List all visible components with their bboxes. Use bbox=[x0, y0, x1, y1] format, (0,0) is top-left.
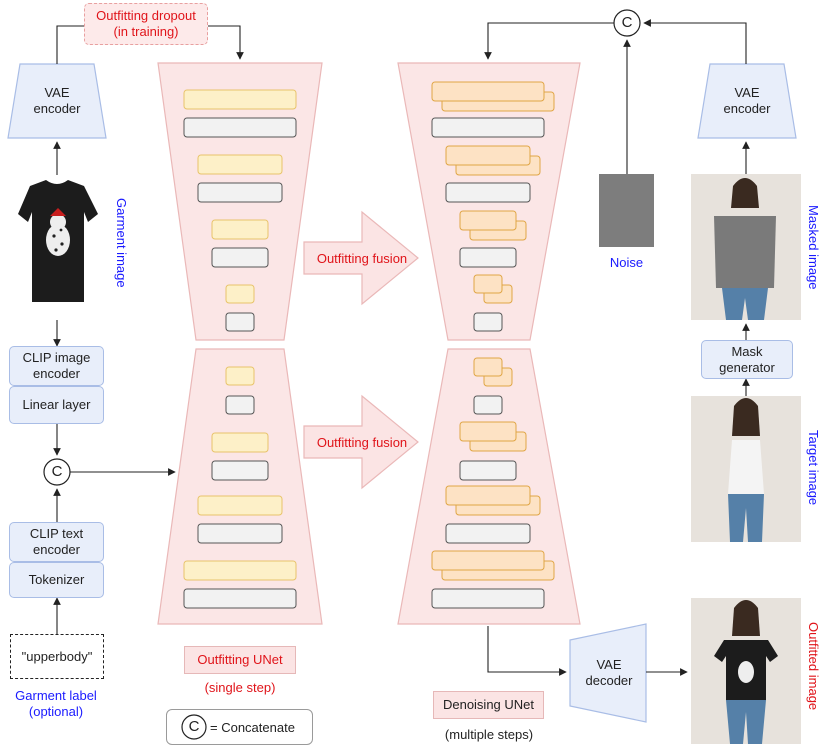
upperbody-text: "upperbody" bbox=[21, 648, 93, 664]
outfitting-fusion-bottom-label: Outfitting fusion bbox=[316, 435, 408, 450]
feature-block bbox=[197, 495, 283, 516]
fused-feature-block bbox=[445, 145, 531, 166]
noise-label: Noise bbox=[609, 255, 644, 270]
layer-block bbox=[211, 460, 269, 481]
arrow-vae-right-to-concat bbox=[643, 19, 747, 64]
fusion-arrow-top bbox=[303, 210, 419, 306]
vae-decoder-label: VAE decoder bbox=[585, 657, 633, 688]
layer-block bbox=[459, 247, 517, 268]
denoising-unet-blocks bbox=[431, 81, 555, 609]
fusion-arrow-bottom bbox=[303, 394, 419, 490]
layer-block bbox=[445, 523, 531, 544]
arrow-vae-to-dropout bbox=[56, 25, 84, 64]
feature-block bbox=[183, 89, 297, 110]
layer-block bbox=[431, 588, 545, 609]
outfitting-dropout-box: Outfitting dropout (in training) bbox=[84, 3, 208, 45]
layer-block bbox=[211, 247, 269, 268]
fused-feature-block bbox=[473, 274, 503, 294]
outfitted-image bbox=[691, 598, 801, 744]
concat-symbol-left: C bbox=[51, 463, 63, 480]
vae-encoder-right-shape bbox=[697, 63, 797, 139]
outfitting-unet-decoder-shape bbox=[157, 348, 323, 625]
outfitting-unet-label: Outfitting UNet bbox=[184, 646, 296, 674]
concat-symbol-top: C bbox=[621, 14, 633, 31]
feature-block bbox=[211, 219, 269, 240]
layer-block bbox=[431, 117, 545, 138]
feature-block bbox=[225, 366, 255, 386]
outfitting-fusion-top-label: Outfitting fusion bbox=[316, 251, 408, 266]
outfitting-dropout-label: Outfitting dropout bbox=[96, 8, 196, 23]
target-image-label: Target image bbox=[806, 430, 821, 506]
vae-encoder-left-label: VAE encoder bbox=[33, 85, 81, 116]
legend-text: = Concatenate bbox=[210, 720, 295, 735]
tokenizer-box: Tokenizer bbox=[9, 562, 104, 598]
clip-text-encoder-box: CLIP text encoder bbox=[9, 522, 104, 562]
garment-image-label: Garment image bbox=[114, 198, 129, 288]
outfitted-image-label: Outfitted image bbox=[806, 622, 821, 711]
feature-block bbox=[225, 284, 255, 304]
legend-symbol: C bbox=[188, 718, 200, 735]
garment-label-caption: Garment label (optional) bbox=[15, 688, 97, 719]
concatenate-legend bbox=[166, 709, 313, 745]
fused-feature-block bbox=[431, 81, 545, 102]
fused-feature-block bbox=[459, 421, 517, 442]
feature-block bbox=[211, 432, 269, 453]
layer-block bbox=[183, 588, 297, 609]
vae-decoder-shape bbox=[569, 623, 647, 723]
arrow-denoise-to-decoder bbox=[487, 626, 567, 676]
arrow-concat-to-denoise bbox=[484, 22, 614, 60]
denoising-unet-label: Denoising UNet bbox=[433, 691, 544, 719]
single-step-label: (single step) bbox=[204, 680, 276, 695]
fused-feature-block bbox=[445, 485, 531, 506]
layer-block bbox=[225, 395, 255, 415]
outfitting-unet-blocks bbox=[183, 89, 297, 609]
fused-feature-block bbox=[459, 210, 517, 231]
garment-label-input-box: "upperbody" bbox=[10, 634, 104, 679]
vae-encoder-left-shape bbox=[7, 63, 107, 139]
layer-block bbox=[473, 312, 503, 332]
masked-image-label: Masked image bbox=[806, 205, 821, 290]
garment-image bbox=[0, 175, 110, 320]
vae-encoder-right-label: VAE encoder bbox=[723, 85, 771, 116]
layer-block bbox=[473, 395, 503, 415]
layer-block bbox=[225, 312, 255, 332]
clip-image-encoder-box: CLIP image encoder bbox=[9, 346, 104, 386]
layer-block bbox=[197, 182, 283, 203]
mask-generator-box: Mask generator bbox=[701, 340, 793, 379]
target-image bbox=[691, 396, 801, 542]
fused-feature-block bbox=[431, 550, 545, 571]
multiple-steps-label: (multiple steps) bbox=[444, 727, 534, 742]
layer-block bbox=[197, 523, 283, 544]
noise-image bbox=[599, 174, 654, 247]
layer-block bbox=[445, 182, 531, 203]
arrow-dropout-to-unet bbox=[208, 25, 244, 60]
layer-block bbox=[459, 460, 517, 481]
masked-image bbox=[691, 174, 801, 320]
linear-layer-box: Linear layer bbox=[9, 386, 104, 424]
feature-block bbox=[183, 560, 297, 581]
concat-legend-circle bbox=[181, 714, 207, 740]
feature-block bbox=[197, 154, 283, 175]
outfitting-dropout-sub: (in training) bbox=[113, 24, 179, 39]
layer-block bbox=[183, 117, 297, 138]
fused-feature-block bbox=[473, 357, 503, 377]
connector-arrows bbox=[53, 19, 750, 676]
